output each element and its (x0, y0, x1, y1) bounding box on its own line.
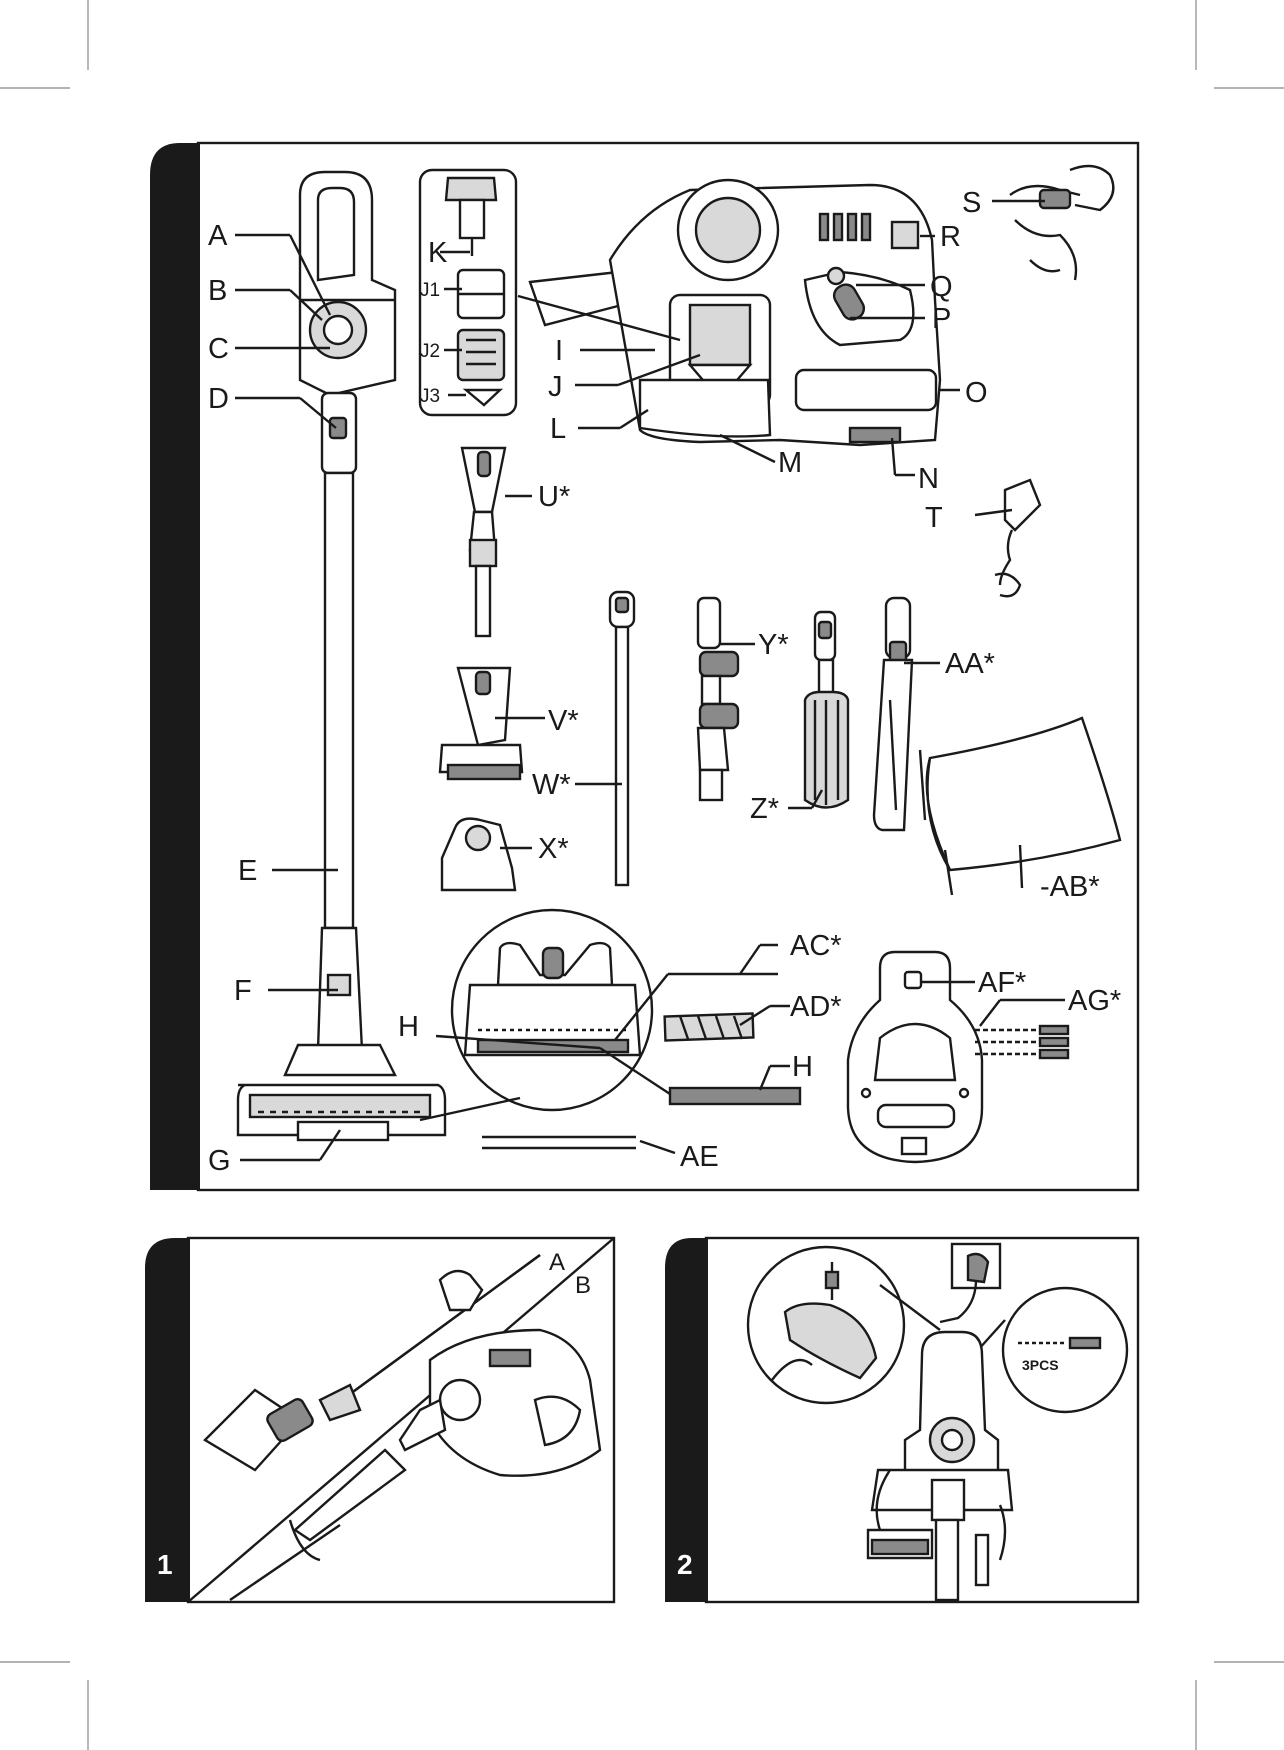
label-h-brushroll: H (792, 1051, 813, 1083)
label-e: E (238, 855, 257, 887)
brushroll-zoom-illustration (420, 910, 652, 1120)
label-r: R (940, 221, 961, 253)
label-ac: AC* (790, 930, 842, 962)
upholstery-tool-illustration (440, 668, 522, 779)
step-1-label-a: A (549, 1249, 565, 1276)
label-a: A (208, 220, 228, 252)
step-1-panel: 1 A B (145, 1238, 614, 1602)
label-n: N (918, 463, 939, 495)
label-j3: J3 (420, 386, 440, 407)
label-l: L (550, 413, 566, 445)
label-f: F (234, 975, 252, 1007)
label-q: Q (930, 271, 953, 303)
label-ad: AD* (790, 991, 842, 1023)
label-j: J (548, 371, 563, 403)
label-x: X* (538, 833, 569, 865)
label-j2: J2 (420, 341, 440, 362)
label-j1: J1 (420, 280, 440, 301)
label-i: I (555, 335, 563, 367)
label-aa: AA* (945, 648, 995, 680)
label-z: Z* (750, 793, 779, 825)
label-t: T (925, 502, 943, 534)
label-p: P (932, 303, 951, 335)
crevice-tool-illustration (462, 448, 505, 636)
screws-illustration (975, 1026, 1068, 1058)
label-ab: -AB* (1040, 871, 1100, 903)
label-m: M (778, 447, 802, 479)
step-2-panel: 2 3PCS (665, 1238, 1138, 1602)
label-w: W* (532, 769, 571, 801)
dusting-brush-illustration (805, 612, 848, 808)
label-o: O (965, 377, 988, 409)
extension-wand-illustration (610, 592, 634, 885)
label-c: C (208, 333, 229, 365)
long-crevice-tool-illustration (874, 598, 912, 830)
handheld-unit-illustration (530, 180, 940, 445)
label-af: AF* (978, 967, 1026, 999)
turbo-brush-illustration (442, 819, 515, 890)
label-y: Y* (758, 629, 789, 661)
label-u: U* (538, 481, 570, 513)
label-d: D (208, 383, 229, 415)
label-ag: AG* (1068, 985, 1121, 1017)
step-1-number: 1 (157, 1549, 173, 1580)
label-k: K (428, 237, 448, 269)
stick-vacuum-illustration (238, 172, 445, 1140)
charger-illustration (995, 480, 1040, 596)
label-s: S (962, 187, 981, 219)
flexible-adapter-illustration (698, 598, 738, 800)
label-b: B (208, 275, 227, 307)
label-g: G (208, 1145, 231, 1177)
label-ae: AE (680, 1141, 719, 1173)
step-2-number: 2 (677, 1549, 693, 1580)
wall-bracket-illustration (848, 952, 982, 1162)
label-v: V* (548, 705, 579, 737)
screws-count-label: 3PCS (1022, 1357, 1059, 1373)
step-1-label-b: B (575, 1272, 591, 1299)
label-h-zoom: H (398, 1011, 419, 1043)
mounting-hands-illustration (1010, 166, 1113, 280)
